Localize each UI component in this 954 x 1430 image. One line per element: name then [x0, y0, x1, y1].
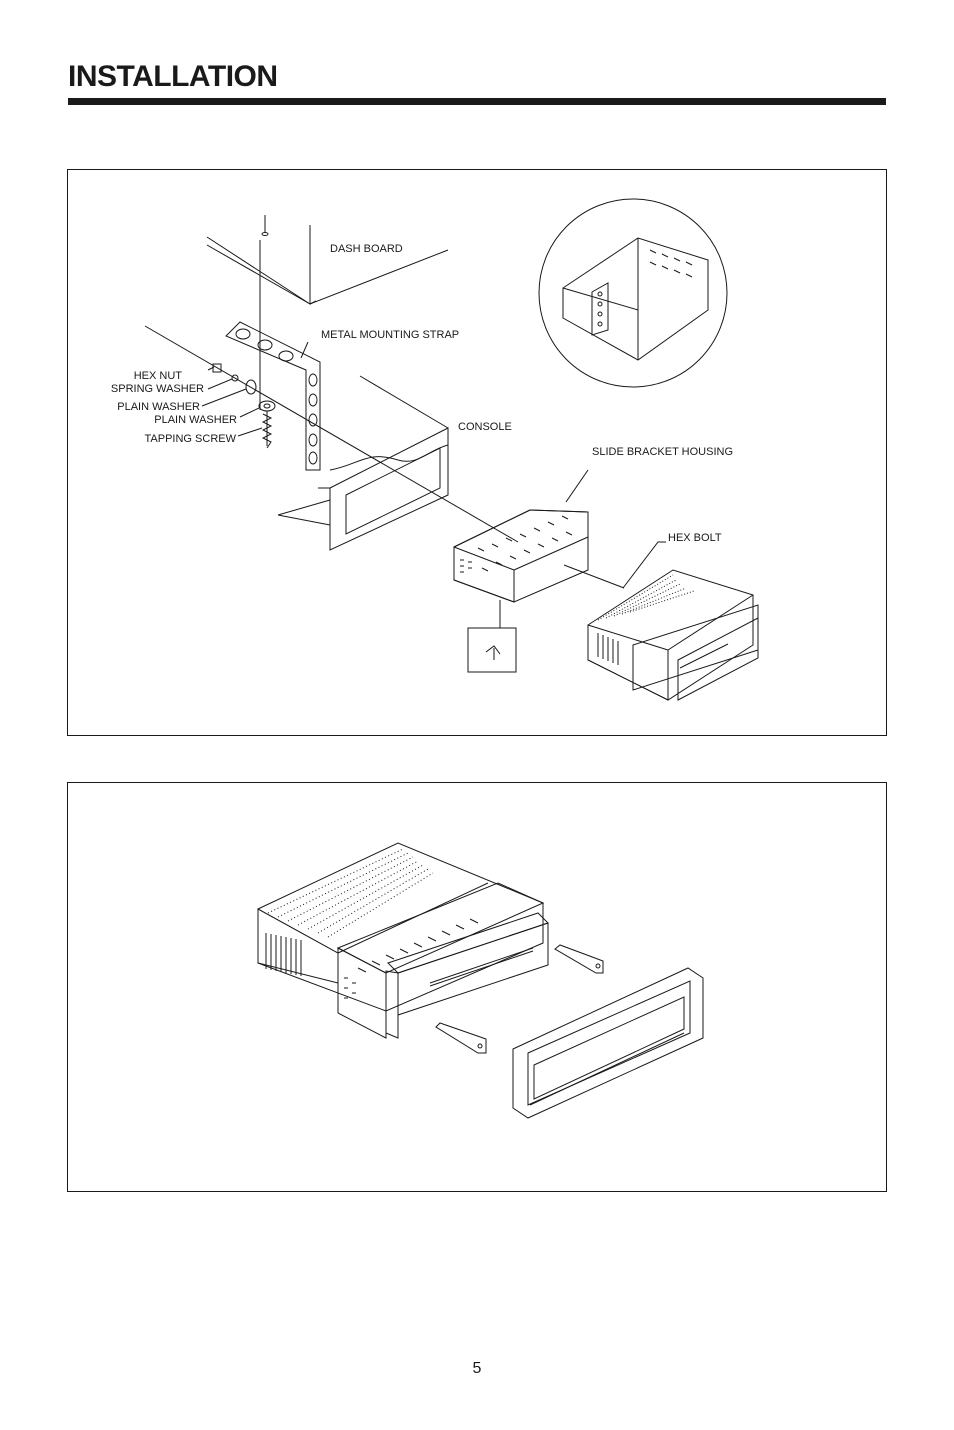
console-drawing: [277, 375, 449, 551]
trim-ring-diagram: [257, 842, 704, 1119]
mounting-hardware-drawing: [144, 325, 519, 543]
leader-lines: [563, 469, 666, 589]
spring-washer-label: SPRING WASHER: [110, 383, 204, 395]
radio-unit-drawing: [587, 569, 759, 701]
removal-key-drawing-right: [554, 944, 604, 974]
page-number: 5: [472, 1360, 482, 1377]
title-rule: [68, 98, 886, 105]
hex-bolt-label: HEX BOLT: [668, 532, 722, 544]
tapping-screw-label: TAPPING SCREW: [144, 433, 236, 445]
inset-detail-drawing: [538, 198, 728, 388]
radio-faceplate-drawing: [385, 912, 549, 1039]
metal-mounting-strap-label: METAL MOUNTING STRAP: [321, 329, 460, 341]
installation-diagram-panel: DASH BOARD METAL MOUNTING STRAP HEX NUT …: [67, 169, 887, 736]
dash-board-drawing: [206, 215, 449, 410]
installation-diagram: [144, 198, 759, 701]
trim-ring-diagram-panel: [67, 782, 887, 1192]
page-title: INSTALLATION: [68, 60, 278, 93]
slide-bracket-housing-drawing: [453, 509, 589, 673]
removal-key-drawing-left: [435, 1022, 487, 1054]
plain-washer-label-2: PLAIN WASHER: [154, 414, 237, 426]
trim-ring-drawing: [512, 967, 704, 1119]
dash-board-label: DASH BOARD: [330, 243, 403, 255]
plain-washer-label: PLAIN WASHER: [117, 401, 200, 413]
hex-nut-label: HEX NUT: [133, 370, 182, 382]
slide-bracket-housing-label: SLIDE BRACKET HOUSING: [592, 446, 733, 458]
radio-chassis-drawing: [257, 842, 545, 1039]
console-label: CONSOLE: [458, 421, 512, 433]
metal-mounting-strap-drawing: [225, 321, 321, 471]
